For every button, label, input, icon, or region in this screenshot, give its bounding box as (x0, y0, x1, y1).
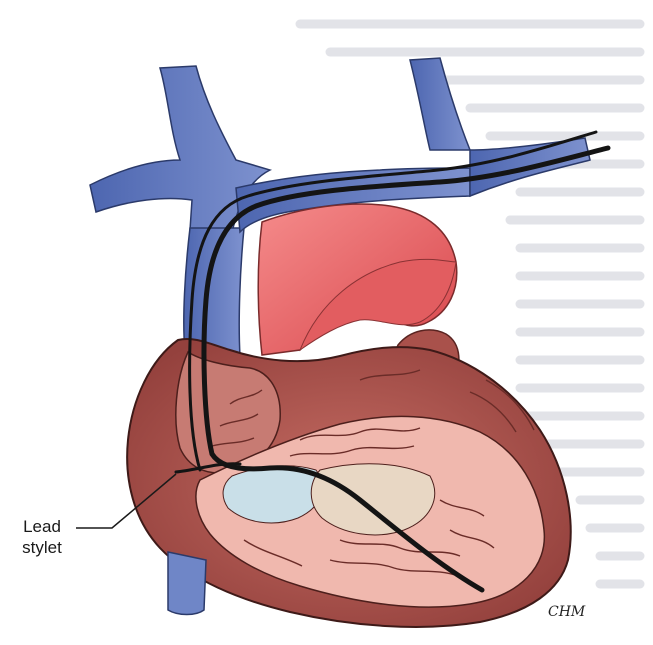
label-line-2: stylet (6, 537, 78, 558)
lead-stylet-label: Lead stylet (6, 516, 78, 558)
artist-signature: CHM (548, 604, 585, 620)
inferior-vena-cava (168, 552, 206, 615)
label-line-1: Lead (6, 516, 78, 537)
